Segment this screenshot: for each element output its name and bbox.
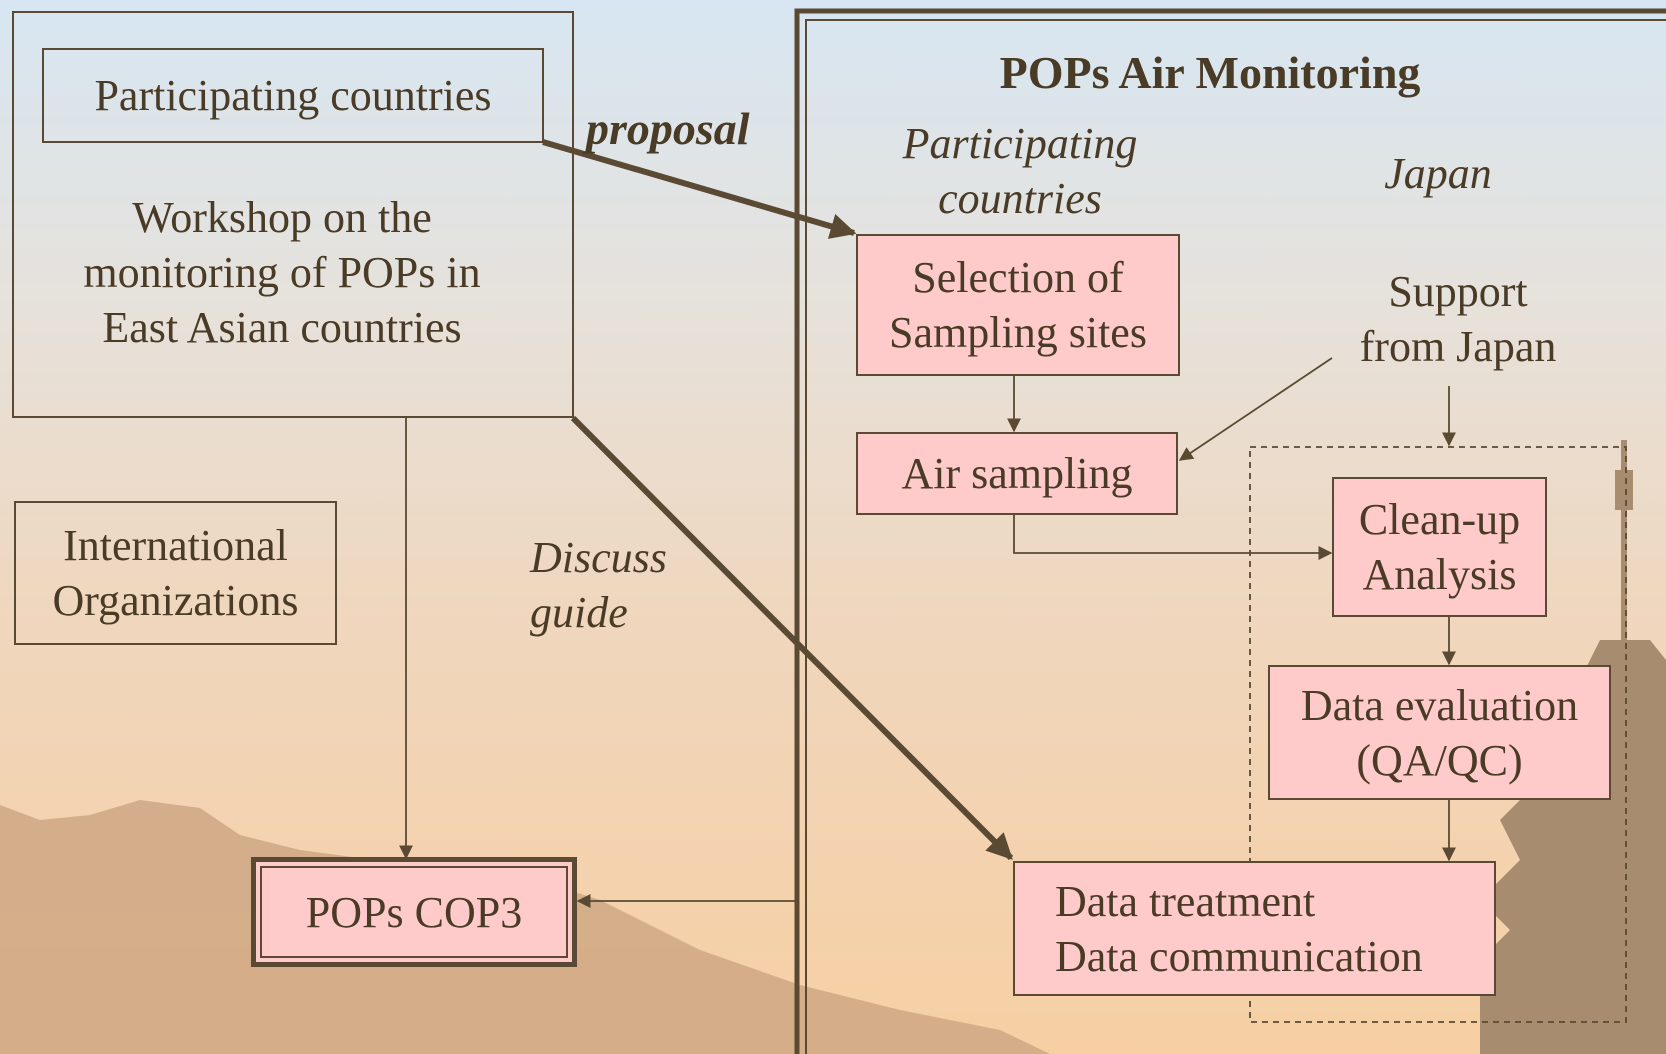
support-to-sampling-line	[1178, 357, 1333, 461]
participating-countries-label: Participating countries	[94, 71, 492, 120]
selection-line-1: Selection of	[912, 253, 1124, 302]
international-line-2: Organizations	[52, 576, 299, 625]
monitoring-frame-outer	[794, 8, 1666, 1054]
participating-column-heading: Participating countries	[870, 116, 1170, 226]
international-line-1: International	[63, 521, 288, 570]
air-sampling-label: Air sampling	[901, 449, 1133, 498]
workshop-group	[12, 11, 574, 418]
workshop-line-2: monitoring of POPs in	[83, 248, 481, 297]
proposal-arrow	[542, 139, 857, 239]
support-from-japan-label: Support from Japan	[1333, 264, 1583, 374]
international-organizations-box: International Organizations	[14, 501, 337, 645]
workshop-line-1: Workshop on the	[132, 193, 432, 242]
support-line-2: from Japan	[1359, 322, 1557, 371]
discuss-guide-label: Discuss guide	[530, 530, 730, 640]
cleanup-analysis-box: Clean-up Analysis	[1332, 477, 1547, 617]
data-treatment-box: Data treatment Data communication	[1013, 861, 1496, 996]
proposal-label: proposal	[586, 103, 750, 154]
sampling-to-cleanup-line	[1013, 514, 1333, 560]
japan-dashed-region	[1249, 446, 1627, 1023]
cleanup-line-1: Clean-up	[1358, 495, 1521, 544]
pops-cop3-box: POPs COP3	[251, 857, 577, 967]
cleanup-line-2: Analysis	[1362, 550, 1517, 599]
monitoring-frame-inner	[805, 19, 1666, 1054]
treatment-line-1: Data treatment	[1055, 876, 1316, 926]
workshop-line-3: East Asian countries	[102, 303, 462, 352]
evaluation-line-2: (QA/QC)	[1356, 735, 1523, 785]
pagoda-silhouette	[1480, 440, 1666, 1054]
discuss-line-1: Discuss	[530, 533, 667, 582]
selection-line-2: Sampling sites	[889, 308, 1147, 357]
support-line-1: Support	[1388, 267, 1528, 316]
data-evaluation-box: Data evaluation (QA/QC)	[1268, 665, 1611, 800]
discuss-arrow	[570, 415, 1014, 861]
participating-countries-box: Participating countries	[42, 48, 544, 143]
pops-cop3-label: POPs COP3	[305, 887, 523, 937]
treatment-line-2: Data communication	[1055, 931, 1423, 981]
participating-heading-line-2: countries	[938, 174, 1102, 223]
evaluation-line-1: Data evaluation	[1300, 680, 1579, 730]
selection-of-sampling-sites-box: Selection of Sampling sites	[856, 234, 1180, 376]
monitoring-title: POPs Air Monitoring	[999, 47, 1421, 98]
air-sampling-box: Air sampling	[856, 432, 1178, 515]
discuss-line-2: guide	[530, 588, 628, 637]
japan-column-heading: Japan	[1384, 149, 1492, 198]
workshop-description: Workshop on the monitoring of POPs in Ea…	[12, 190, 552, 355]
participating-heading-line-1: Participating	[902, 119, 1138, 168]
